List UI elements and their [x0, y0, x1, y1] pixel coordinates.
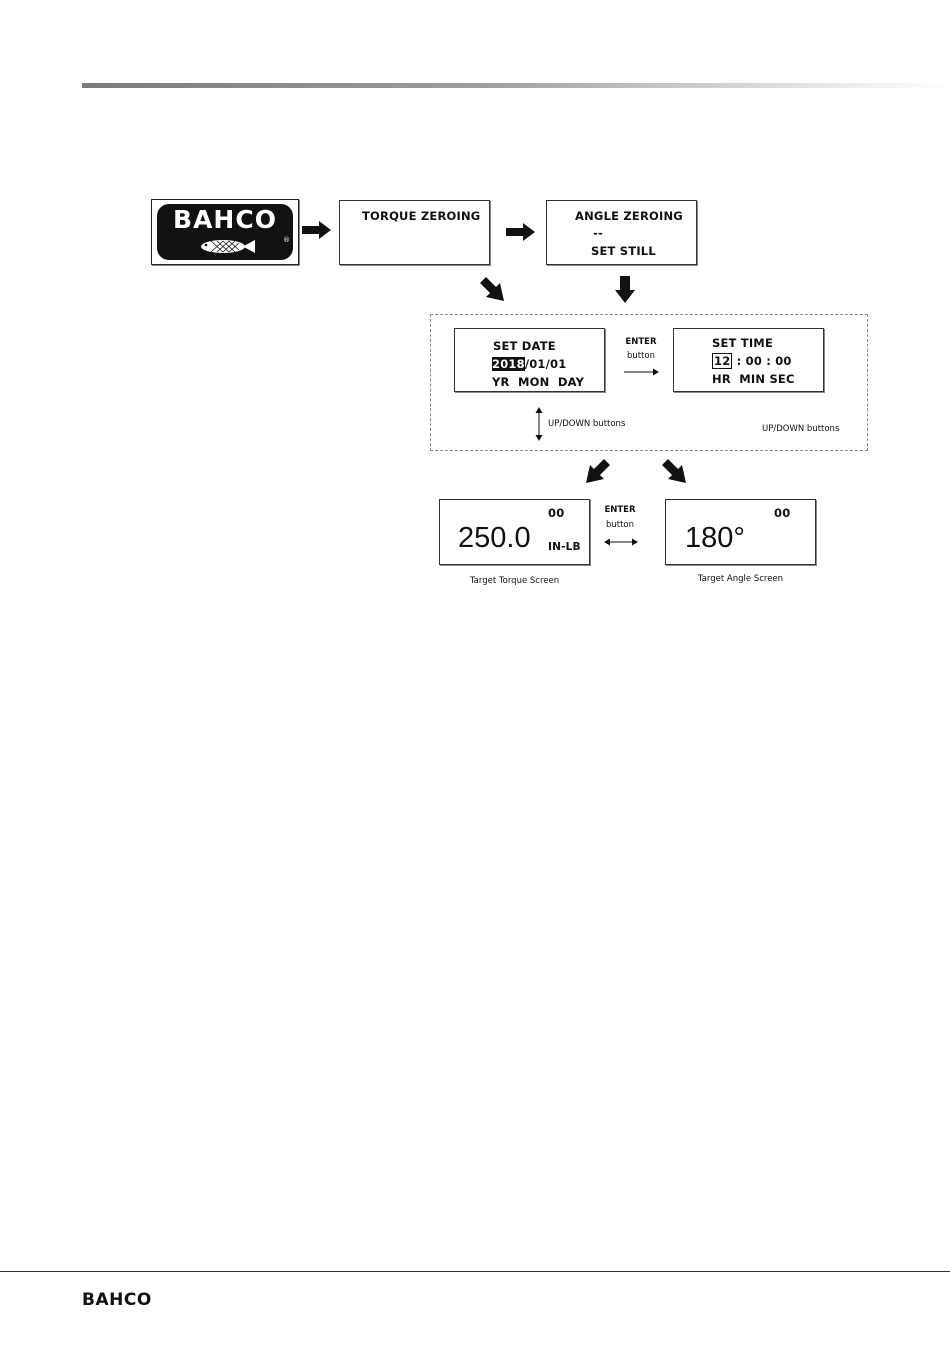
- target-torque-caption: Target Torque Screen: [439, 576, 590, 586]
- arrow-down-right-icon: [478, 277, 508, 305]
- set-time-title: SET TIME: [712, 336, 773, 350]
- arrow-down-icon: [614, 276, 636, 304]
- year-field-highlight: 2018: [492, 357, 525, 371]
- footer-rule: [0, 1271, 950, 1272]
- bahco-logo: BAHCO ®: [157, 204, 293, 260]
- arrow-right-thin-icon: [624, 367, 660, 377]
- torque-zeroing-label: TORQUE ZEROING: [362, 209, 480, 223]
- arrow-left-right-icon: [604, 537, 638, 547]
- angle-zeroing-dashes: --: [593, 226, 603, 240]
- enter-button-sublabel: button: [600, 520, 640, 530]
- torque-counter: 00: [548, 506, 564, 520]
- footer-brand: BAHCO: [82, 1290, 152, 1310]
- date-units: YR MON DAY: [492, 375, 584, 389]
- set-time-value: 12 : 00 : 00: [712, 354, 792, 368]
- logo-brand-text: BAHCO: [157, 205, 293, 234]
- angle-zeroing-screen: ANGLE ZEROING -- SET STILL: [546, 200, 697, 265]
- updown-buttons-label-right: UP/DOWN buttons: [762, 424, 839, 434]
- registered-mark: ®: [283, 236, 290, 244]
- angle-counter: 00: [774, 506, 790, 520]
- arrow-right-icon: [302, 220, 332, 240]
- fish-icon: [193, 238, 257, 255]
- date-rest: /01/01: [525, 357, 567, 371]
- arrow-right-icon: [506, 222, 536, 242]
- set-date-value: 2018/01/01: [492, 357, 566, 371]
- target-torque-screen: 00 250.0 IN-LB: [439, 499, 590, 565]
- arrow-down-left-icon: [582, 459, 612, 487]
- angle-zeroing-label: ANGLE ZEROING: [575, 209, 683, 223]
- angle-value: 180°: [685, 522, 745, 555]
- time-rest: : 00 : 00: [732, 354, 791, 368]
- hour-field-highlight: 12: [712, 353, 732, 369]
- bahco-logo-box: BAHCO ®: [151, 199, 299, 265]
- set-still-label: SET STILL: [591, 244, 656, 258]
- enter-button-sublabel: button: [622, 351, 660, 361]
- arrow-down-right-icon: [660, 459, 690, 487]
- enter-button-label: ENTER: [625, 337, 657, 347]
- target-angle-screen: 00 180°: [665, 499, 816, 565]
- set-date-screen: SET DATE 2018/01/01 YR MON DAY: [454, 328, 605, 392]
- target-angle-caption: Target Angle Screen: [665, 574, 816, 584]
- header-rule: [82, 83, 950, 88]
- arrow-up-down-icon: [533, 407, 545, 441]
- enter-button-label: ENTER: [603, 505, 637, 515]
- updown-buttons-label-left: UP/DOWN buttons: [548, 419, 625, 429]
- time-units: HR MIN SEC: [712, 372, 795, 386]
- torque-unit: IN-LB: [548, 541, 581, 553]
- set-date-title: SET DATE: [493, 339, 556, 353]
- torque-value: 250.0: [458, 522, 531, 555]
- torque-zeroing-screen: TORQUE ZEROING: [339, 200, 490, 265]
- set-time-screen: SET TIME 12 : 00 : 00 HR MIN SEC: [673, 328, 824, 392]
